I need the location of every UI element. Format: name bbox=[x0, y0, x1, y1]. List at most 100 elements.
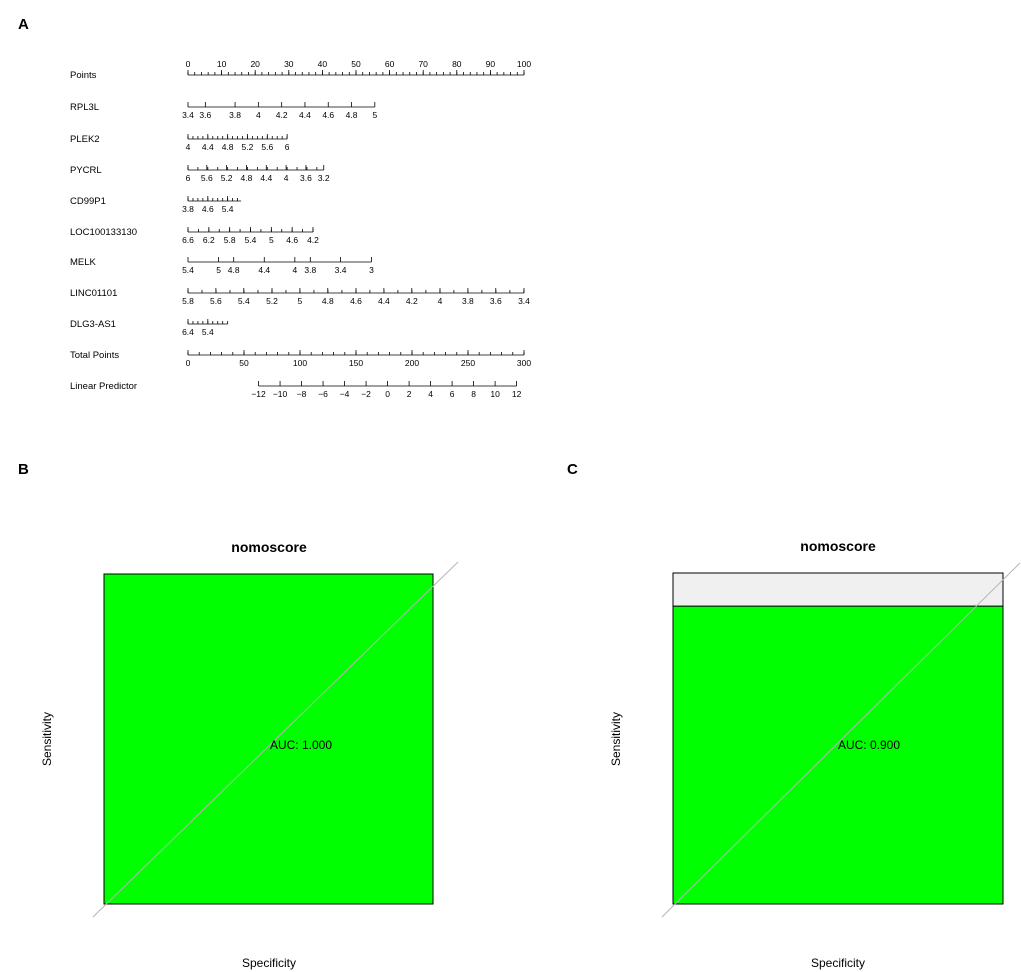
roc-c-diagonal bbox=[661, 562, 1021, 918]
nomogram-tick-label: 5.2 bbox=[221, 173, 233, 183]
nomogram-tick-label: 4 bbox=[428, 389, 433, 399]
nomogram-row-label: PLEK2 bbox=[70, 134, 100, 145]
nomogram-tick-label: 5.8 bbox=[224, 235, 236, 245]
nomogram-tick-label: 3.8 bbox=[229, 110, 241, 120]
nomogram-tick-label: 5.4 bbox=[238, 296, 250, 306]
nomogram-tick-label: 4.6 bbox=[286, 235, 298, 245]
nomogram-tick-label: 5.2 bbox=[266, 296, 278, 306]
nomogram-tick-label: 5.6 bbox=[201, 173, 213, 183]
nomogram-tick-label: 5 bbox=[298, 296, 303, 306]
nomogram-tick-label: 10 bbox=[217, 59, 227, 69]
nomogram-tick-label: 5.4 bbox=[222, 204, 234, 214]
nomogram-tick-label: 50 bbox=[239, 358, 249, 368]
roc-panel-b: nomoscore Specificity Sensitivity AUC: 1… bbox=[40, 539, 459, 970]
nomogram-tick-label: 4.6 bbox=[322, 110, 334, 120]
roc-c-auc-area bbox=[672, 605, 1004, 905]
nomogram-tick-label: −4 bbox=[340, 389, 350, 399]
nomogram-tick-label: 300 bbox=[517, 358, 531, 368]
nomogram-tick-label: 4.2 bbox=[307, 235, 319, 245]
nomogram-tick-label: 4.8 bbox=[241, 173, 253, 183]
nomogram-tick-label: 150 bbox=[349, 358, 363, 368]
roc-b-diagonal bbox=[92, 561, 459, 918]
nomogram-tick-label: 3.4 bbox=[182, 110, 194, 120]
panel-c-letter: C bbox=[567, 461, 578, 478]
nomogram-tick-label: −6 bbox=[318, 389, 328, 399]
roc-b-ylabel: Sensitivity bbox=[40, 712, 54, 766]
nomogram-tick-label: 50 bbox=[351, 59, 361, 69]
nomogram-tick-label: 5.6 bbox=[210, 296, 222, 306]
nomogram-tick-label: 3.4 bbox=[518, 296, 530, 306]
roc-b-xlabel: Specificity bbox=[242, 956, 296, 970]
nomogram-tick-label: 100 bbox=[517, 59, 531, 69]
nomogram-tick-label: 4.2 bbox=[406, 296, 418, 306]
nomogram-tick-label: 4.8 bbox=[228, 265, 240, 275]
nomogram-tick-label: 4 bbox=[292, 265, 297, 275]
nomogram-tick-label: 8 bbox=[471, 389, 476, 399]
nomogram-tick-label: 0 bbox=[385, 389, 390, 399]
nomogram-tick-label: 4 bbox=[256, 110, 261, 120]
nomogram-tick-label: −8 bbox=[297, 389, 307, 399]
nomogram-row-label: LOC100133130 bbox=[70, 227, 137, 238]
roc-c-gap-area bbox=[672, 572, 1004, 607]
nomogram-row-label: RPL3L bbox=[70, 102, 99, 113]
nomogram-row-label: DLG3-AS1 bbox=[70, 319, 116, 330]
nomogram-tick-label: 0 bbox=[186, 59, 191, 69]
nomogram-row-label: Total Points bbox=[70, 350, 119, 361]
nomogram-tick-label: 3.8 bbox=[182, 204, 194, 214]
nomogram-tick-label: 4.8 bbox=[346, 110, 358, 120]
nomogram-tick-label: 70 bbox=[418, 59, 428, 69]
roc-b-title: nomoscore bbox=[231, 539, 307, 555]
nomogram-tick-label: 3.8 bbox=[304, 265, 316, 275]
nomogram-tick-label: 5.8 bbox=[182, 296, 194, 306]
nomogram-tick-label: 250 bbox=[461, 358, 475, 368]
nomogram-tick-label: 4.4 bbox=[258, 265, 270, 275]
nomogram-tick-label: −10 bbox=[273, 389, 288, 399]
nomogram-row-label: LINC01101 bbox=[70, 288, 117, 299]
roc-c-xlabel: Specificity bbox=[811, 956, 865, 970]
nomogram-tick-label: 5.6 bbox=[261, 142, 273, 152]
nomogram-tick-label: 200 bbox=[405, 358, 419, 368]
nomogram-tick-label: 4.4 bbox=[299, 110, 311, 120]
nomogram-tick-label: 3.8 bbox=[462, 296, 474, 306]
nomogram-tick-label: −2 bbox=[361, 389, 371, 399]
nomogram-tick-label: 4 bbox=[284, 173, 289, 183]
nomogram-tick-label: 5 bbox=[216, 265, 221, 275]
nomogram-tick-label: 5.4 bbox=[202, 327, 214, 337]
roc-c-auc-label: AUC: 0.900 bbox=[838, 738, 900, 752]
nomogram-tick-label: 6.6 bbox=[182, 235, 194, 245]
nomogram-tick-label: 5 bbox=[372, 110, 377, 120]
nomogram-row-label: Points bbox=[70, 70, 97, 81]
nomogram-tick-label: 80 bbox=[452, 59, 462, 69]
nomogram-tick-label: 4.8 bbox=[222, 142, 234, 152]
nomogram-tick-label: 100 bbox=[293, 358, 307, 368]
nomogram-tick-label: 60 bbox=[385, 59, 395, 69]
nomogram-tick-label: 10 bbox=[490, 389, 500, 399]
nomogram-tick-label: 4.6 bbox=[350, 296, 362, 306]
nomogram-tick-label: 30 bbox=[284, 59, 294, 69]
nomogram-tick-label: 3.2 bbox=[318, 173, 330, 183]
nomogram-tick-label: 4.6 bbox=[202, 204, 214, 214]
nomogram-row-label: CD99P1 bbox=[70, 196, 106, 207]
roc-panel-c: nomoscore Specificity Sensitivity AUC: 0… bbox=[609, 538, 1021, 970]
roc-b-auc-label: AUC: 1.000 bbox=[270, 738, 332, 752]
nomogram-tick-label: 4.8 bbox=[322, 296, 334, 306]
nomogram-tick-label: 4.4 bbox=[202, 142, 214, 152]
nomogram-tick-label: 3.6 bbox=[300, 173, 312, 183]
nomogram-tick-label: 4.4 bbox=[378, 296, 390, 306]
nomogram-tick-label: 5.4 bbox=[245, 235, 257, 245]
panel-a-letter: A bbox=[18, 16, 29, 33]
roc-b-auc-area bbox=[103, 573, 434, 905]
nomogram-tick-label: 6 bbox=[285, 142, 290, 152]
nomogram-tick-label: 40 bbox=[318, 59, 328, 69]
nomogram-tick-label: 5 bbox=[269, 235, 274, 245]
nomogram-tick-label: 4 bbox=[186, 142, 191, 152]
nomogram-tick-label: 3.6 bbox=[199, 110, 211, 120]
nomogram-tick-label: 6 bbox=[450, 389, 455, 399]
nomogram-tick-label: 6 bbox=[186, 173, 191, 183]
nomogram-tick-label: 2 bbox=[407, 389, 412, 399]
nomogram-row-label: MELK bbox=[70, 257, 97, 268]
nomogram-tick-label: 3 bbox=[369, 265, 374, 275]
nomogram-tick-label: 5.4 bbox=[182, 265, 194, 275]
